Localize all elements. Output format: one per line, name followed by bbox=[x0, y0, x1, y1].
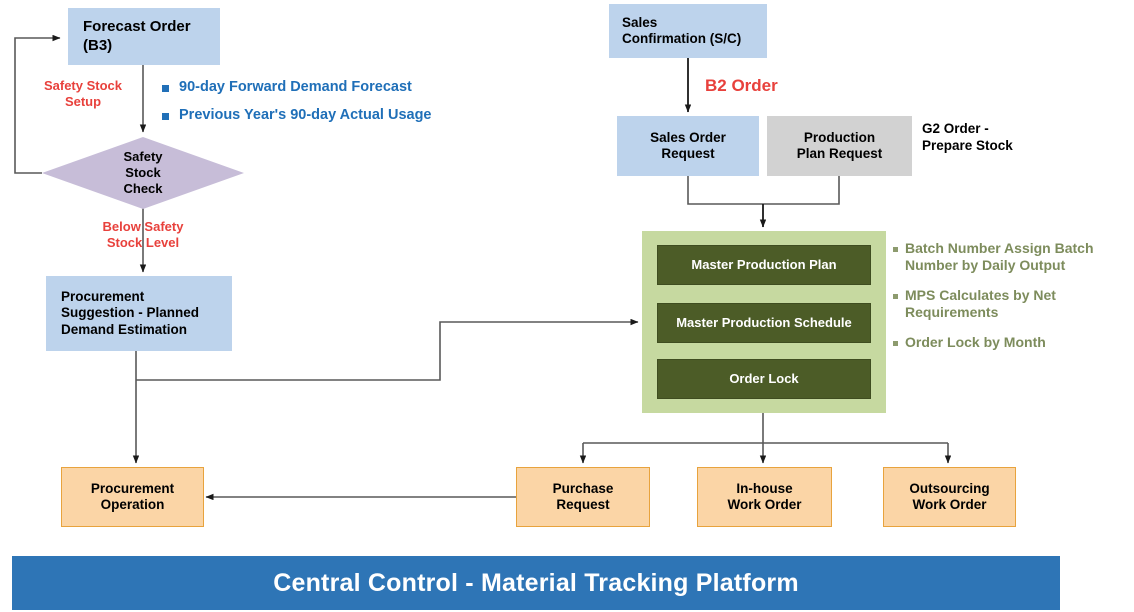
bullet-square-icon bbox=[893, 341, 898, 347]
procurement-operation-line2: Operation bbox=[100, 497, 165, 512]
node-purchase-request[interactable]: Purchase Request bbox=[516, 467, 650, 527]
below-safety-line1: Below Safety bbox=[102, 219, 184, 234]
safety-check-label-line3: Check bbox=[123, 180, 163, 196]
safety-check-label-line2: Stock bbox=[125, 165, 161, 181]
node-inhouse-work-order[interactable]: In-house Work Order bbox=[697, 467, 832, 527]
sales-confirmation-line2: Confirmation (S/C) bbox=[622, 31, 742, 46]
safety-check-label-line1: Safety bbox=[123, 149, 163, 165]
node-production-plan-request[interactable]: Production Plan Request bbox=[767, 116, 912, 176]
banner-central-control: Central Control - Material Tracking Plat… bbox=[12, 556, 1060, 610]
annotation-g2-order: G2 Order - Prepare Stock bbox=[922, 121, 1112, 155]
node-forecast-order[interactable]: Forecast Order (B3) bbox=[68, 8, 220, 65]
procurement-suggestion-line3: Demand Estimation bbox=[61, 321, 188, 337]
safety-stock-setup-line2: Setup bbox=[64, 94, 102, 110]
g2-order-line1: G2 Order - bbox=[922, 121, 989, 136]
node-safety-stock-check[interactable]: Safety Stock Check bbox=[42, 137, 244, 209]
node-master-production-plan[interactable]: Master Production Plan bbox=[657, 245, 871, 285]
bullet-square-icon bbox=[162, 85, 169, 92]
outsourcing-work-order-line1: Outsourcing bbox=[909, 480, 990, 496]
forecast-bullet-text: 90-day Forward Demand Forecast bbox=[179, 79, 412, 95]
node-procurement-operation[interactable]: Procurement Operation bbox=[61, 467, 204, 527]
node-master-production-schedule[interactable]: Master Production Schedule bbox=[657, 303, 871, 343]
banner-title: Central Control - Material Tracking Plat… bbox=[273, 568, 799, 597]
order-lock-label: Order Lock bbox=[729, 371, 799, 387]
safety-stock-setup-line1: Safety Stock bbox=[43, 78, 123, 93]
node-sales-order-request[interactable]: Sales Order Request bbox=[617, 116, 759, 176]
master-production-plan-label: Master Production Plan bbox=[691, 257, 837, 273]
purchase-request-line1: Purchase bbox=[552, 480, 614, 496]
list-item: Order Lock by Month bbox=[893, 334, 1131, 351]
edge-label-below-safety-stock-level: Below Safety Stock Level bbox=[83, 219, 203, 252]
production-plan-request-line2: Plan Request bbox=[796, 146, 883, 161]
sales-confirmation-line1: Sales bbox=[622, 14, 658, 30]
node-sales-confirmation[interactable]: Sales Confirmation (S/C) bbox=[609, 4, 767, 58]
mps-note-text: Order Lock by Month bbox=[905, 334, 1046, 351]
inhouse-work-order-line2: Work Order bbox=[727, 497, 802, 512]
list-item: 90-day Forward Demand Forecast bbox=[162, 79, 462, 95]
edge-label-b2-order: B2 Order bbox=[705, 75, 825, 96]
mps-note-text: Batch Number Assign Batch Number by Dail… bbox=[905, 240, 1094, 274]
list-item: Batch Number Assign Batch Number by Dail… bbox=[893, 240, 1131, 274]
edge-sales-order-to-merge bbox=[687, 176, 763, 205]
procurement-suggestion-line2: Suggestion - Planned bbox=[61, 305, 200, 321]
sales-order-request-line2: Request bbox=[661, 146, 715, 161]
outsourcing-work-order-line2: Work Order bbox=[912, 497, 987, 512]
list-item: Previous Year's 90-day Actual Usage bbox=[162, 107, 462, 123]
node-order-lock[interactable]: Order Lock bbox=[657, 359, 871, 399]
inhouse-work-order-line1: In-house bbox=[736, 480, 793, 496]
node-production-planning-group: Master Production Plan Master Production… bbox=[642, 231, 886, 413]
production-plan-request-line1: Production bbox=[803, 129, 876, 145]
forecast-bullet-list: 90-day Forward Demand Forecast Previous … bbox=[162, 79, 462, 135]
sales-order-request-line1: Sales Order bbox=[650, 129, 726, 145]
edge-production-plan-to-merge bbox=[763, 176, 840, 205]
bullet-square-icon bbox=[893, 294, 898, 300]
g2-order-line2: Prepare Stock bbox=[922, 137, 1013, 153]
edge-label-safety-stock-setup: Safety Stock Setup bbox=[28, 78, 138, 111]
list-item: MPS Calculates by Net Requirements bbox=[893, 287, 1131, 321]
master-production-schedule-label: Master Production Schedule bbox=[676, 315, 852, 331]
mps-notes-list: Batch Number Assign Batch Number by Dail… bbox=[893, 240, 1131, 364]
bullet-square-icon bbox=[893, 247, 898, 252]
procurement-operation-line1: Procurement bbox=[90, 480, 175, 496]
bullet-square-icon bbox=[162, 113, 169, 120]
b2-order-text: B2 Order bbox=[705, 76, 778, 95]
node-procurement-suggestion[interactable]: Procurement Suggestion - Planned Demand … bbox=[46, 276, 232, 351]
below-safety-line2: Stock Level bbox=[106, 235, 180, 251]
mps-note-text: MPS Calculates by Net Requirements bbox=[905, 287, 1056, 321]
edge-safety-check-loop-to-forecast bbox=[14, 34, 61, 174]
forecast-order-label-line2: (B3) bbox=[83, 36, 113, 54]
procurement-suggestion-line1: Procurement bbox=[61, 288, 145, 304]
forecast-bullet-text: Previous Year's 90-day Actual Usage bbox=[179, 107, 432, 123]
node-outsourcing-work-order[interactable]: Outsourcing Work Order bbox=[883, 467, 1016, 527]
edge-procurement-suggestion-to-mps bbox=[136, 318, 639, 381]
purchase-request-line2: Request bbox=[556, 497, 610, 512]
forecast-order-label-line1: Forecast Order bbox=[83, 18, 191, 36]
